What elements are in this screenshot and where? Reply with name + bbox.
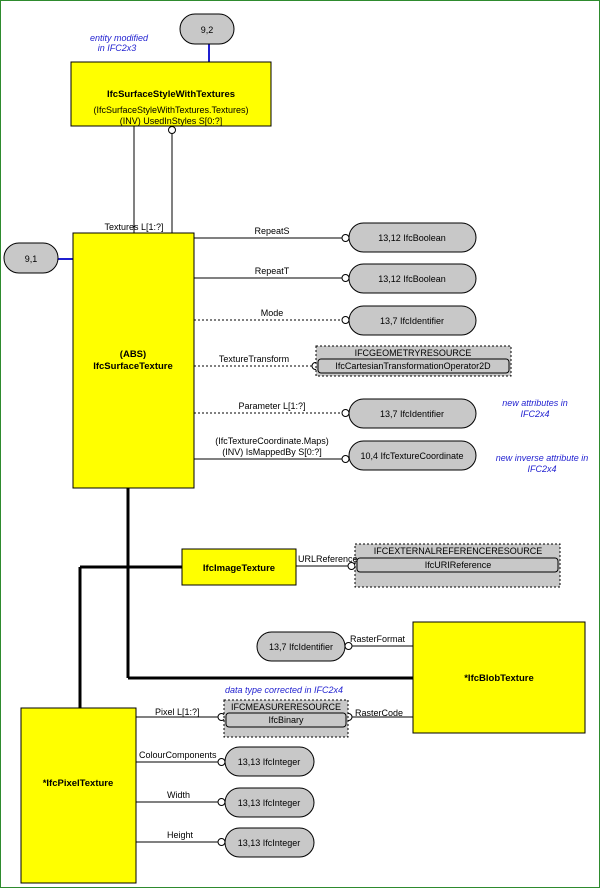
resource-schema-label: IFCGEOMETRYRESOURCE: [355, 348, 472, 358]
entity-ifcsurfacestylewithtextures[interactable]: IfcSurfaceStyleWithTextures (IfcSurfaceS…: [70, 61, 272, 127]
type-ref-label: 13,13 IfcInteger: [238, 838, 301, 848]
attr-colour-components-label: ColourComponents: [139, 750, 217, 760]
type-ref-label: 13,12 IfcBoolean: [378, 233, 446, 243]
svg-text:entity modified: entity modified: [90, 33, 149, 43]
resource-geometry[interactable]: IFCGEOMETRYRESOURCE IfcCartesianTransfor…: [315, 345, 512, 377]
type-ref-label: 13,13 IfcInteger: [238, 798, 301, 808]
type-ref-repeat-s[interactable]: 13,12 IfcBoolean: [348, 222, 477, 253]
svg-text:IFC2x4: IFC2x4: [520, 409, 549, 419]
attr-mode-label: Mode: [261, 308, 284, 318]
svg-text:IFC2x4: IFC2x4: [527, 464, 556, 474]
resource-measure[interactable]: IFCMEASURERESOURCE IfcBinary: [223, 699, 349, 738]
note-new-attributes: new attributes in IFC2x4: [502, 398, 568, 419]
inverse-label-line-2: (INV) UsedInStyles S[0:?]: [120, 116, 223, 126]
resource-type-label: IfcBinary: [268, 715, 304, 725]
resource-schema-label: IFCEXTERNALREFERENCERESOURCE: [374, 546, 543, 556]
type-ref-label: 13,7 IfcIdentifier: [380, 316, 444, 326]
type-ref-texture-coordinate[interactable]: 10,4 IfcTextureCoordinate: [348, 440, 477, 471]
entity-name: *IfcBlobTexture: [464, 673, 534, 684]
type-ref-label: 13,7 IfcIdentifier: [380, 409, 444, 419]
entity-ifcblobtexture[interactable]: *IfcBlobTexture: [412, 621, 586, 734]
type-ref-mode[interactable]: 13,7 IfcIdentifier: [348, 305, 477, 336]
type-ref-colour-components[interactable]: 13,13 IfcInteger: [224, 746, 315, 777]
attr-texture-transform-label: TextureTransform: [219, 354, 289, 364]
is-mapped-by-circle: [341, 455, 350, 463]
attribute-labels: Textures L[1:?] RepeatS RepeatT Mode Tex…: [104, 222, 405, 840]
note-new-inverse: new inverse attribute in IFC2x4: [496, 453, 589, 474]
resource-schema-label: IFCMEASURERESOURCE: [231, 702, 341, 712]
entity-ifcimagetexture[interactable]: IfcImageTexture: [181, 548, 297, 586]
attr-url-reference-label: URLReference: [298, 554, 358, 564]
entity-name: *IfcPixelTexture: [43, 778, 114, 789]
svg-text:new attributes in: new attributes in: [502, 398, 568, 408]
attr-parameter-label: Parameter L[1:?]: [238, 401, 305, 411]
colour-components-circle: [217, 758, 226, 766]
attr-raster-format-label: RasterFormat: [350, 634, 406, 644]
attr-repeat-t-label: RepeatT: [255, 266, 290, 276]
width-circle: [217, 798, 226, 806]
type-ref-label: 13,13 IfcInteger: [238, 757, 301, 767]
used-in-styles-end-circle: [168, 126, 176, 134]
repeat-s-circle: [341, 234, 350, 242]
note-data-type-corrected: data type corrected in IFC2x4: [225, 685, 343, 695]
page-ref-left-label: 9,1: [25, 254, 38, 264]
type-ref-label: 13,7 IfcIdentifier: [269, 642, 333, 652]
parameter-circle: [341, 409, 350, 417]
resource-type-label: IfcURIReference: [425, 560, 492, 570]
type-ref-width[interactable]: 13,13 IfcInteger: [224, 787, 315, 818]
page-ref-top-label: 9,2: [201, 25, 214, 35]
attr-width-label: Width: [167, 790, 190, 800]
entity-name: IfcSurfaceStyleWithTextures: [107, 89, 235, 100]
height-circle: [217, 838, 226, 846]
attr-textures-label: Textures L[1:?]: [104, 222, 163, 232]
entity-name: IfcImageTexture: [203, 563, 275, 574]
entity-name: IfcSurfaceTexture: [93, 361, 173, 372]
resource-external-reference[interactable]: IFCEXTERNALREFERENCERESOURCE IfcURIRefer…: [354, 543, 561, 588]
attr-pixel-label: Pixel L[1:?]: [155, 707, 200, 717]
entity-abs-label: (ABS): [120, 349, 146, 360]
note-entity-modified: entity modified in IFC2x3: [90, 33, 149, 53]
type-ref-raster-format[interactable]: 13,7 IfcIdentifier: [256, 631, 346, 662]
type-ref-label: 10,4 IfcTextureCoordinate: [360, 451, 463, 461]
attr-height-label: Height: [167, 830, 194, 840]
page-ref-top[interactable]: 9,2: [179, 13, 235, 45]
attr-repeat-s-label: RepeatS: [254, 226, 289, 236]
svg-text:in IFC2x3: in IFC2x3: [98, 43, 137, 53]
type-ref-height[interactable]: 13,13 IfcInteger: [224, 827, 315, 858]
attr-raster-code-label: RasterCode: [355, 708, 403, 718]
type-ref-repeat-t[interactable]: 13,12 IfcBoolean: [348, 263, 477, 294]
attr-is-mapped-by-line-1: (IfcTextureCoordinate.Maps): [215, 436, 329, 446]
inverse-label-line-1: (IfcSurfaceStyleWithTextures.Textures): [93, 105, 248, 115]
mode-circle: [341, 316, 350, 324]
attr-is-mapped-by-line-2: (INV) IsMappedBy S[0:?]: [222, 447, 322, 457]
page-ref-left[interactable]: 9,1: [3, 242, 59, 274]
entity-ifcsurfacetexture[interactable]: (ABS) IfcSurfaceTexture: [72, 232, 195, 489]
type-ref-label: 13,12 IfcBoolean: [378, 274, 446, 284]
connectors: [57, 42, 413, 846]
entity-ifcpixeltexture[interactable]: *IfcPixelTexture: [20, 707, 137, 884]
repeat-t-circle: [341, 274, 350, 282]
svg-text:new inverse attribute in: new inverse attribute in: [496, 453, 589, 463]
resource-type-label: IfcCartesianTransformationOperator2D: [335, 361, 491, 371]
type-ref-parameter[interactable]: 13,7 IfcIdentifier: [348, 398, 477, 429]
